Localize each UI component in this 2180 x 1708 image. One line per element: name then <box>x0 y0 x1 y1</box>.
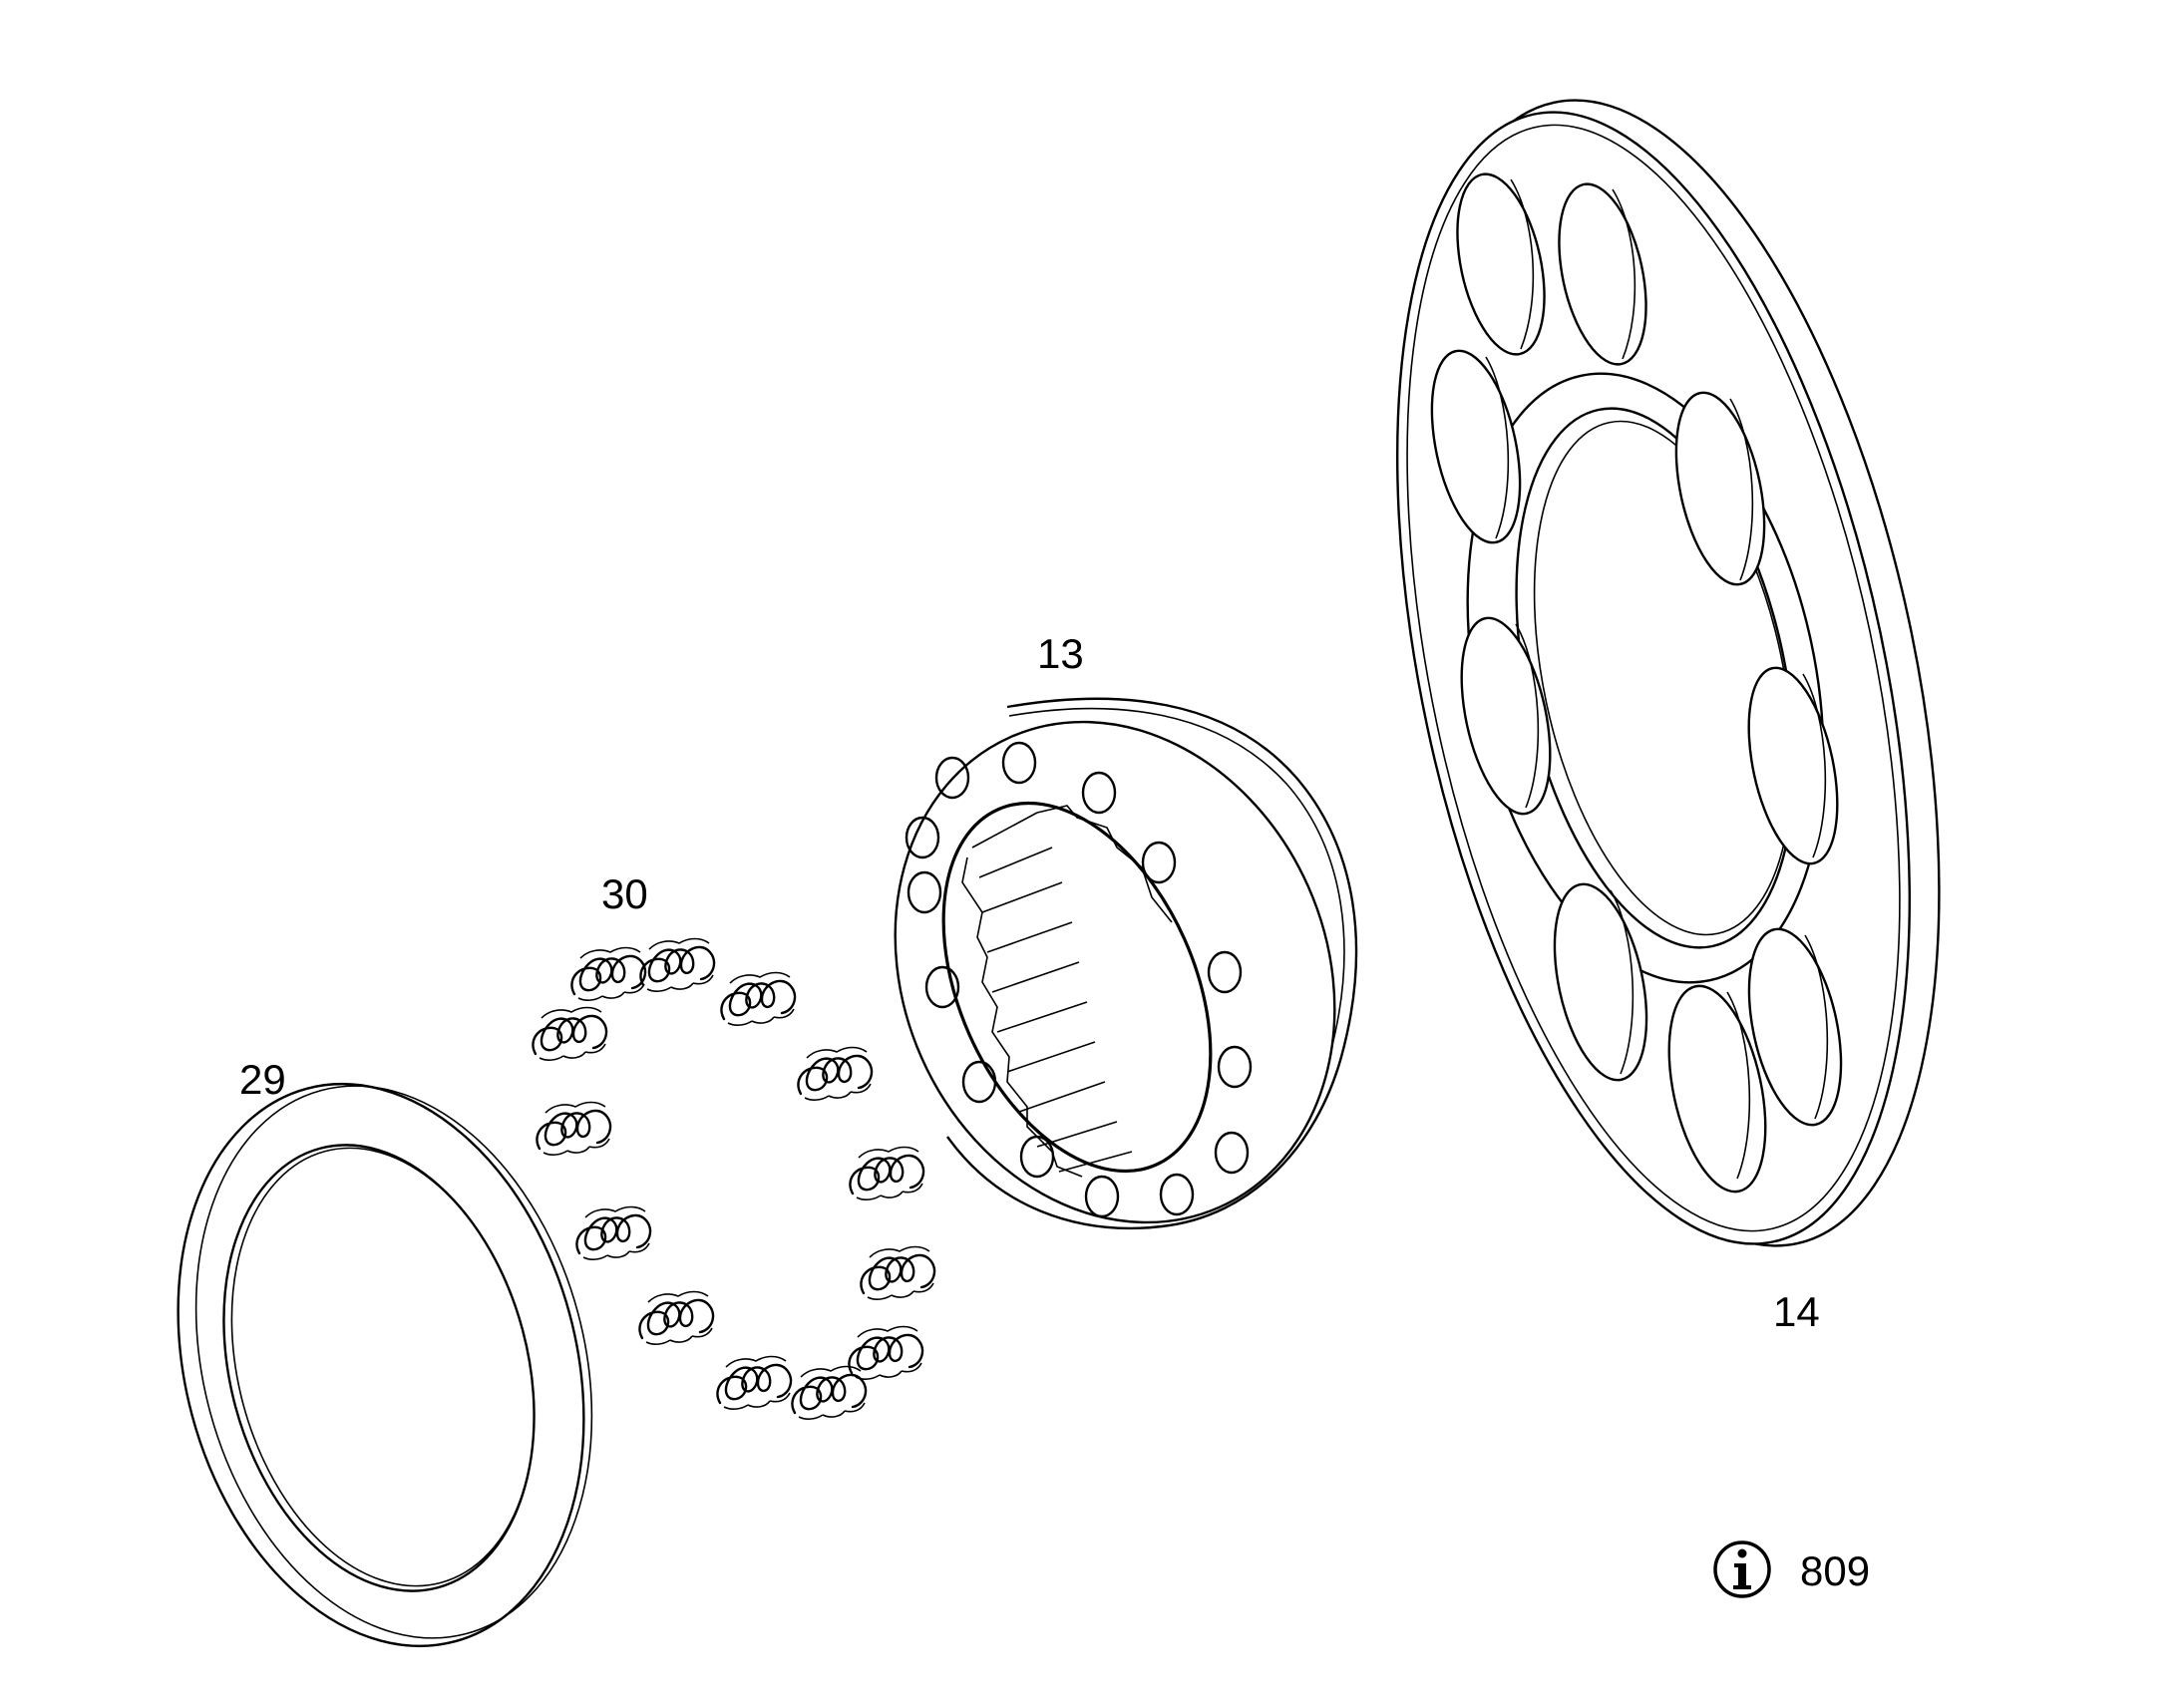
plate-holes <box>1430 172 1843 1194</box>
spring <box>860 1245 936 1301</box>
label-part-14: 14 <box>1773 1288 1820 1335</box>
spring <box>797 1046 874 1102</box>
spring <box>720 971 797 1027</box>
hub-splines <box>961 805 1173 1178</box>
info-number: 809 <box>1800 1547 1870 1594</box>
label-part-29: 29 <box>239 1056 286 1103</box>
part-29-ring <box>177 1082 593 1648</box>
spring <box>791 1365 868 1421</box>
part-14-plate <box>1396 99 1941 1247</box>
spring <box>638 1290 715 1346</box>
info-icon <box>1713 1540 1771 1598</box>
info-reference: 809 <box>1713 1540 1870 1598</box>
spring <box>849 1146 925 1201</box>
part-30-springs <box>532 937 936 1421</box>
spring <box>532 1006 608 1062</box>
hub-bore-holes <box>905 741 1253 1218</box>
spring <box>716 1355 793 1411</box>
part-13-hub <box>894 697 1358 1230</box>
label-part-30: 30 <box>601 870 648 917</box>
spring <box>639 937 716 993</box>
label-part-13: 13 <box>1037 630 1084 677</box>
spring <box>570 946 647 1002</box>
spring <box>536 1101 612 1157</box>
spring <box>575 1205 652 1261</box>
